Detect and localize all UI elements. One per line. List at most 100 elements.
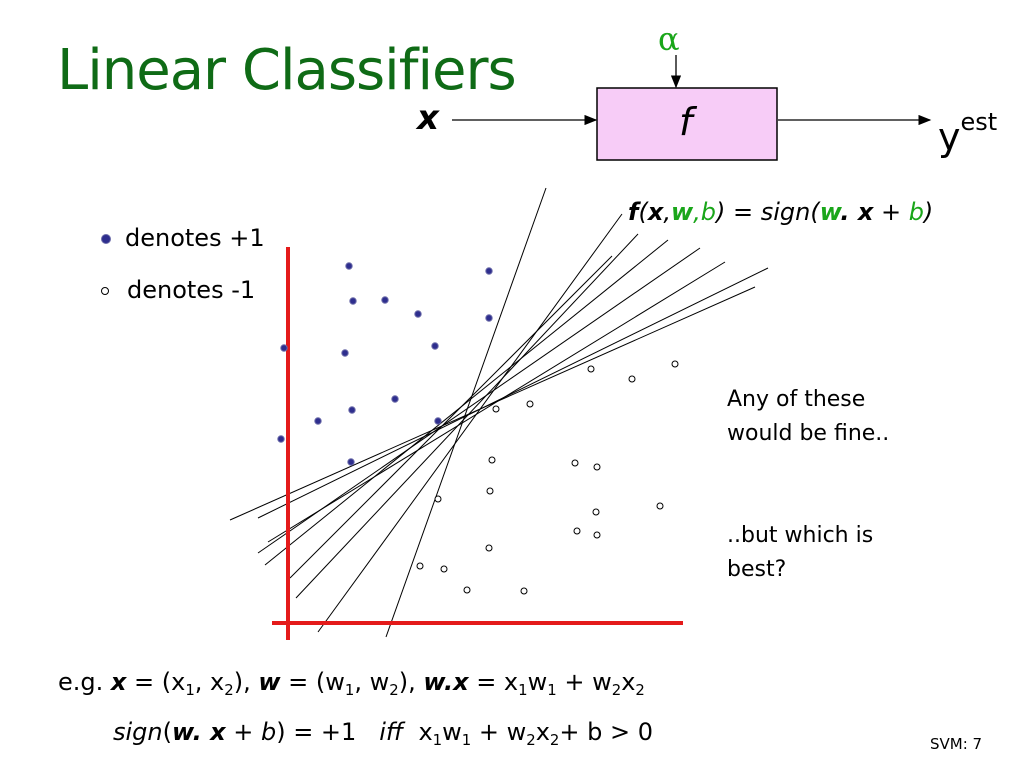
example-text: = (w bbox=[280, 668, 345, 696]
candidate-line bbox=[229, 286, 756, 521]
example-sub: 2 bbox=[611, 681, 622, 700]
example-text: , w bbox=[354, 668, 390, 696]
candidate-lines bbox=[229, 187, 769, 638]
example-text: , x bbox=[194, 668, 225, 696]
slide-title: Linear Classifiers bbox=[57, 38, 517, 103]
positive-point bbox=[277, 435, 285, 443]
output-base: y bbox=[938, 115, 961, 159]
positive-point bbox=[349, 297, 357, 305]
example-sub: 2 bbox=[635, 681, 645, 700]
note-line: Any of these bbox=[727, 387, 866, 412]
negative-point bbox=[656, 502, 664, 510]
positive-point bbox=[341, 349, 349, 357]
output-label: yest bbox=[938, 108, 997, 159]
example-x: x bbox=[110, 668, 127, 696]
note-line: would be fine.. bbox=[727, 421, 890, 446]
example-line: e.g. x = (x1, x2), w = (w1, w2), w.x = x… bbox=[58, 668, 645, 700]
formula-f: f bbox=[628, 198, 639, 226]
example-text: = x bbox=[468, 668, 519, 696]
rule-iff: iff bbox=[379, 718, 404, 746]
example-sub: 1 bbox=[344, 681, 355, 700]
legend-positive-label: denotes +1 bbox=[125, 224, 265, 252]
negative-point bbox=[593, 531, 601, 539]
formula-x: x bbox=[647, 198, 664, 226]
negative-point bbox=[573, 527, 581, 535]
positive-point bbox=[345, 262, 353, 270]
decision-rule: sign(w. x + b) = +1 iff x1w1 + w2x2+ b >… bbox=[113, 718, 653, 750]
negative-point bbox=[488, 456, 496, 464]
negative-point bbox=[485, 544, 493, 552]
legend-negative-label: denotes -1 bbox=[127, 276, 256, 304]
positive-point bbox=[280, 344, 288, 352]
negative-point bbox=[587, 365, 595, 373]
rule-text: x bbox=[403, 718, 433, 746]
positive-point bbox=[391, 395, 399, 403]
positive-point bbox=[381, 296, 389, 304]
positive-point bbox=[348, 406, 356, 414]
example-text: + w bbox=[556, 668, 612, 696]
slide-number: SVM: 7 bbox=[930, 735, 983, 753]
rule-w: w bbox=[172, 718, 193, 746]
positive-point bbox=[314, 417, 322, 425]
output-sup: est bbox=[960, 108, 998, 136]
negative-points bbox=[416, 360, 679, 595]
rule-text: + b > 0 bbox=[559, 718, 653, 746]
rule-eq: ) = +1 bbox=[276, 718, 380, 746]
rule-sub: 2 bbox=[526, 731, 536, 750]
example-w: w bbox=[258, 668, 281, 696]
rule-sign: sign bbox=[113, 718, 163, 746]
note-line: best? bbox=[727, 557, 787, 582]
formula-w: w bbox=[670, 198, 694, 226]
rule-text: x bbox=[535, 718, 550, 746]
formula-comma2: , bbox=[693, 198, 701, 226]
negative-point bbox=[520, 587, 528, 595]
rule-text: + w bbox=[471, 718, 527, 746]
example-text: x bbox=[621, 668, 636, 696]
example-text: ), bbox=[233, 668, 259, 696]
classifier-formula: f(x,w,b) = sign(w. x + b) bbox=[628, 198, 933, 226]
positive-point bbox=[434, 417, 442, 425]
rule-sub: 1 bbox=[461, 731, 472, 750]
example-wx: w.x bbox=[423, 668, 469, 696]
negative-point bbox=[671, 360, 679, 368]
negative-point bbox=[592, 508, 600, 516]
rule-sub: 2 bbox=[549, 731, 560, 750]
rule-dx: . x bbox=[192, 718, 226, 746]
legend-positive: denotes +1 bbox=[101, 224, 265, 252]
formula-end: ) bbox=[923, 198, 934, 226]
candidate-line bbox=[264, 239, 669, 566]
positive-point bbox=[485, 314, 493, 322]
alpha-label: α bbox=[658, 20, 680, 58]
rule-text: w bbox=[442, 718, 462, 746]
notes-block-2: ..but which is best? bbox=[727, 519, 873, 587]
negative-point bbox=[571, 459, 579, 467]
negative-point bbox=[416, 562, 424, 570]
positive-point bbox=[347, 458, 355, 466]
example-text: = (x bbox=[126, 668, 186, 696]
negative-point bbox=[628, 375, 636, 383]
negative-point bbox=[492, 405, 500, 413]
formula-w2: w bbox=[819, 198, 841, 226]
candidate-line bbox=[289, 255, 613, 579]
example-text: w bbox=[527, 668, 548, 696]
example-sub: 2 bbox=[389, 681, 399, 700]
function-box bbox=[596, 87, 778, 161]
negative-point bbox=[486, 487, 494, 495]
example-sub: 1 bbox=[547, 681, 557, 700]
formula-sign: ) = sign( bbox=[716, 198, 820, 226]
rule-rest: + b bbox=[225, 718, 277, 746]
negative-point bbox=[463, 586, 471, 594]
positive-point bbox=[414, 310, 422, 318]
candidate-line bbox=[257, 247, 701, 554]
negative-point bbox=[593, 463, 601, 471]
rule-sub: 1 bbox=[432, 731, 443, 750]
formula-dot-x: . x bbox=[840, 198, 874, 226]
formula-plus: + bbox=[873, 198, 909, 226]
example-sub: 2 bbox=[224, 681, 234, 700]
candidate-line bbox=[317, 213, 623, 633]
example-sub: 1 bbox=[185, 681, 195, 700]
input-x-label: x bbox=[417, 98, 439, 138]
example-sub: 1 bbox=[518, 681, 528, 700]
negative-point bbox=[440, 565, 448, 573]
